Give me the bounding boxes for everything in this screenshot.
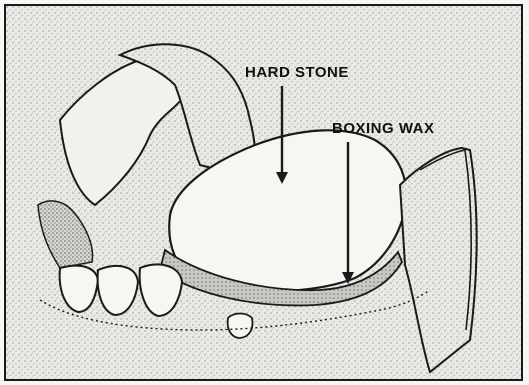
tooth-4 (228, 314, 253, 339)
boxing-wax-label: BOXING WAX (332, 120, 435, 137)
hard-stone-label: HARD STONE (245, 64, 349, 81)
